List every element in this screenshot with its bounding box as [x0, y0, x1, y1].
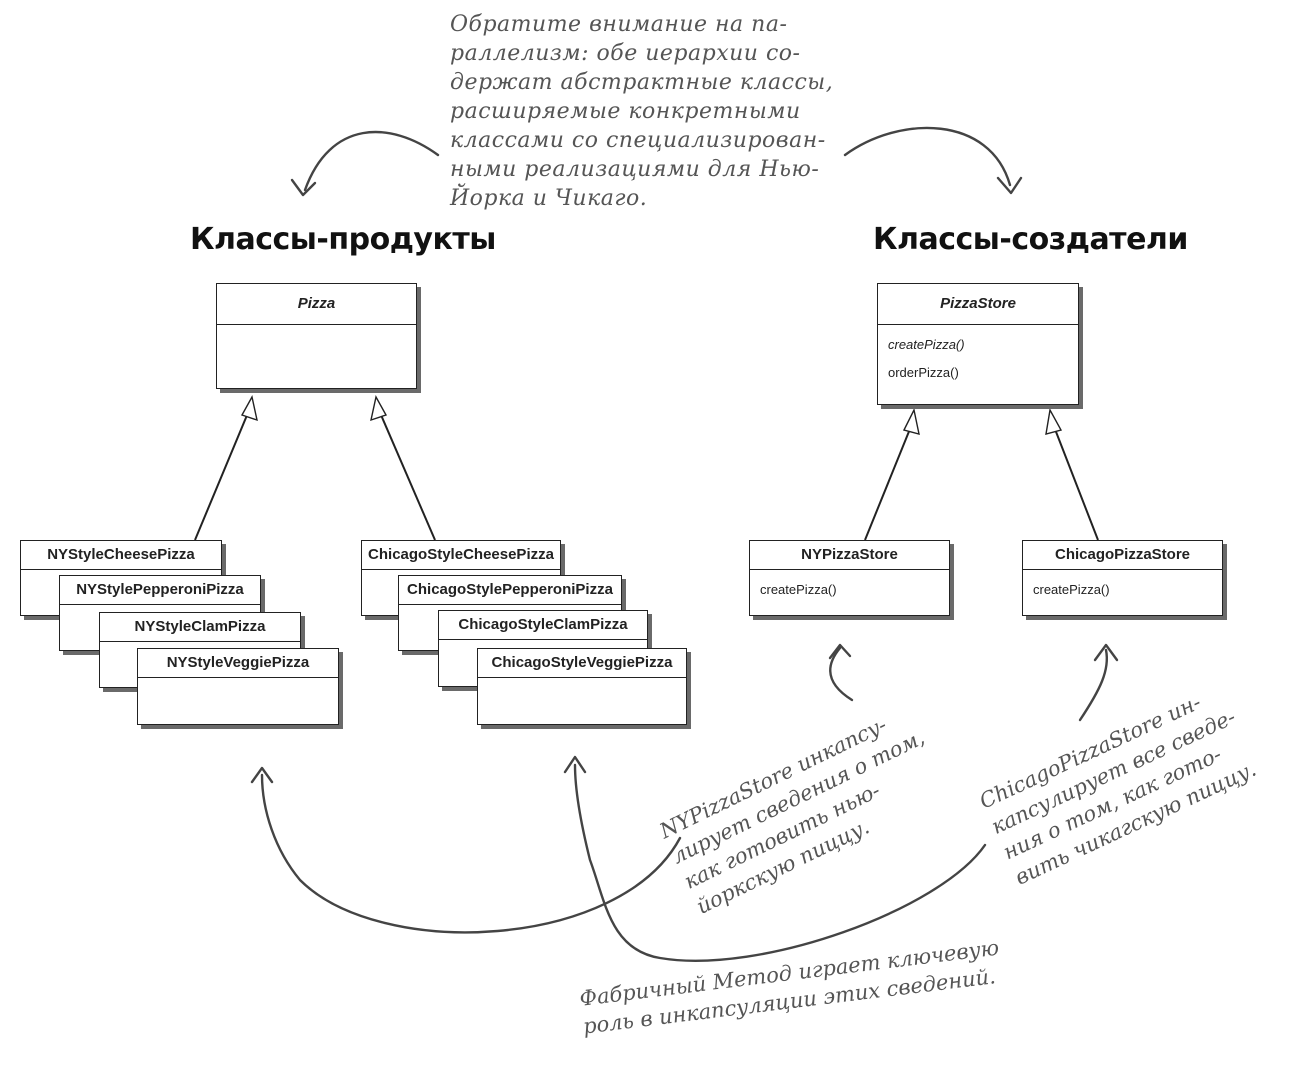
ny-note-arrow-head: [828, 643, 852, 660]
class-methods: createPizza(): [750, 570, 949, 610]
ny-pizzastore-class: NYPizzaStore createPizza(): [749, 540, 950, 616]
ny-sweep-arrow: [260, 773, 682, 934]
note-arrow-to-creators-head: [996, 176, 1023, 195]
class-name: NYPizzaStore: [750, 541, 949, 570]
chicago-sweep-arrow: [573, 763, 987, 962]
chicago-sweep-arrow-head: [563, 755, 587, 774]
method-create-pizza: createPizza(): [760, 582, 837, 597]
note-arrow-to-creators: [843, 126, 1012, 187]
pizza-class: Pizza: [216, 283, 417, 389]
inherit-arrowhead-chicago-pizza: [370, 395, 388, 422]
note-arrow-to-products-head: [290, 178, 317, 197]
inherit-line-chicago-store: [1052, 423, 1099, 541]
class-methods: createPizza() orderPizza(): [878, 325, 1078, 393]
class-name: PizzaStore: [878, 284, 1078, 325]
inherit-arrowhead-chicago-store: [1045, 407, 1063, 435]
inherit-arrowhead-ny-store: [902, 407, 920, 435]
class-name: ChicagoStyleCheesePizza: [362, 541, 560, 570]
inherit-arrowhead-ny-pizza: [240, 395, 258, 422]
creators-heading: Классы-создатели: [873, 222, 1188, 257]
chicago-pizzastore-class: ChicagoPizzaStore createPizza(): [1022, 540, 1223, 616]
method-create-pizza: createPizza(): [888, 337, 965, 352]
class-methods: createPizza(): [1023, 570, 1222, 610]
chicago-note-arrow-head: [1093, 643, 1119, 662]
method-order-pizza: orderPizza(): [888, 365, 959, 380]
pizzastore-class: PizzaStore createPizza() orderPizza(): [877, 283, 1079, 405]
inherit-line-ny-store: [864, 423, 913, 541]
inherit-line-chicago-pizza: [377, 407, 436, 541]
ny-sweep-arrow-head: [250, 766, 274, 784]
class-name: NYStylePepperoniPizza: [60, 576, 260, 605]
chicago-veggie-pizza-class: ChicagoStyleVeggiePizza: [477, 648, 687, 725]
class-name: NYStyleVeggiePizza: [138, 649, 338, 678]
class-name: NYStyleCheesePizza: [21, 541, 221, 570]
method-create-pizza: createPizza(): [1033, 582, 1110, 597]
parallelism-note: Обратите внимание на па- раллелизм: обе …: [450, 12, 834, 211]
class-name: Pizza: [217, 284, 416, 325]
inherit-line-ny-pizza: [194, 407, 251, 541]
class-name: ChicagoStyleVeggiePizza: [478, 649, 686, 678]
class-name: ChicagoStylePepperoniPizza: [399, 576, 621, 605]
ny-note-arrow: [829, 646, 854, 702]
class-name: ChicagoStyleClamPizza: [439, 611, 647, 640]
note-arrow-to-products: [303, 130, 440, 192]
class-name: ChicagoPizzaStore: [1023, 541, 1222, 570]
chicago-note-arrow: [1078, 648, 1109, 722]
class-name: NYStyleClamPizza: [100, 613, 300, 642]
ny-veggie-pizza-class: NYStyleVeggiePizza: [137, 648, 339, 725]
products-heading: Классы-продукты: [190, 222, 496, 257]
